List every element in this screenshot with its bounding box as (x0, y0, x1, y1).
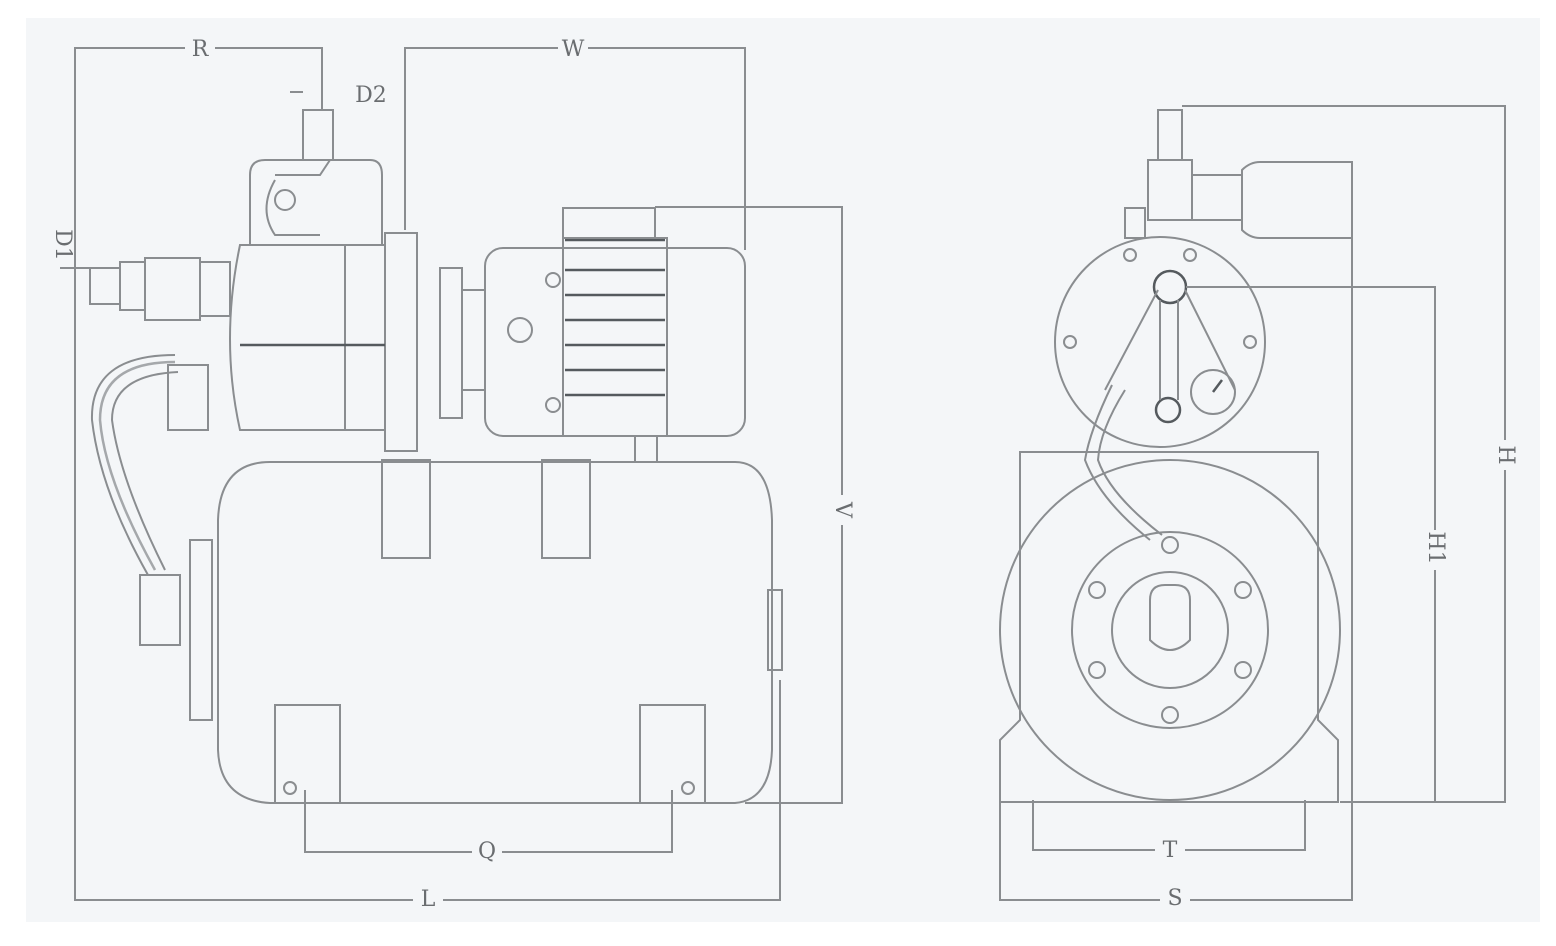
dim-label-w: W (562, 37, 585, 62)
dim-label-l: L (421, 887, 436, 912)
tank-end (999, 459, 1341, 801)
side-view: R W D2 D1 V Q L (50, 36, 855, 912)
hose (98, 360, 176, 571)
dim-label-d2: D2 (355, 83, 387, 108)
dim-label-h: H (1493, 445, 1518, 464)
dim-label-t: T (1163, 838, 1178, 863)
pressure-tank (217, 461, 773, 804)
dim-label-r: R (192, 37, 210, 62)
dim-label-v: V (830, 501, 855, 519)
dim-label-d1: D1 (50, 229, 75, 261)
pressure-gauge (1190, 369, 1236, 415)
pump-flange (384, 232, 418, 452)
dim-label-q: Q (478, 839, 496, 864)
tank-bracket (381, 459, 431, 559)
tank-foot (639, 704, 706, 804)
pump-casing (1054, 236, 1266, 448)
pump-body (229, 244, 386, 431)
front-view: H H1 T S (999, 105, 1518, 912)
tank-stand (999, 451, 1339, 803)
pressure-switch (1241, 161, 1353, 239)
drawing-sheet (26, 18, 1540, 922)
dim-label-h1: H1 (1423, 531, 1448, 564)
tank-foot (274, 704, 341, 804)
dim-label-s: S (1167, 886, 1182, 911)
tank-bracket (541, 459, 591, 559)
